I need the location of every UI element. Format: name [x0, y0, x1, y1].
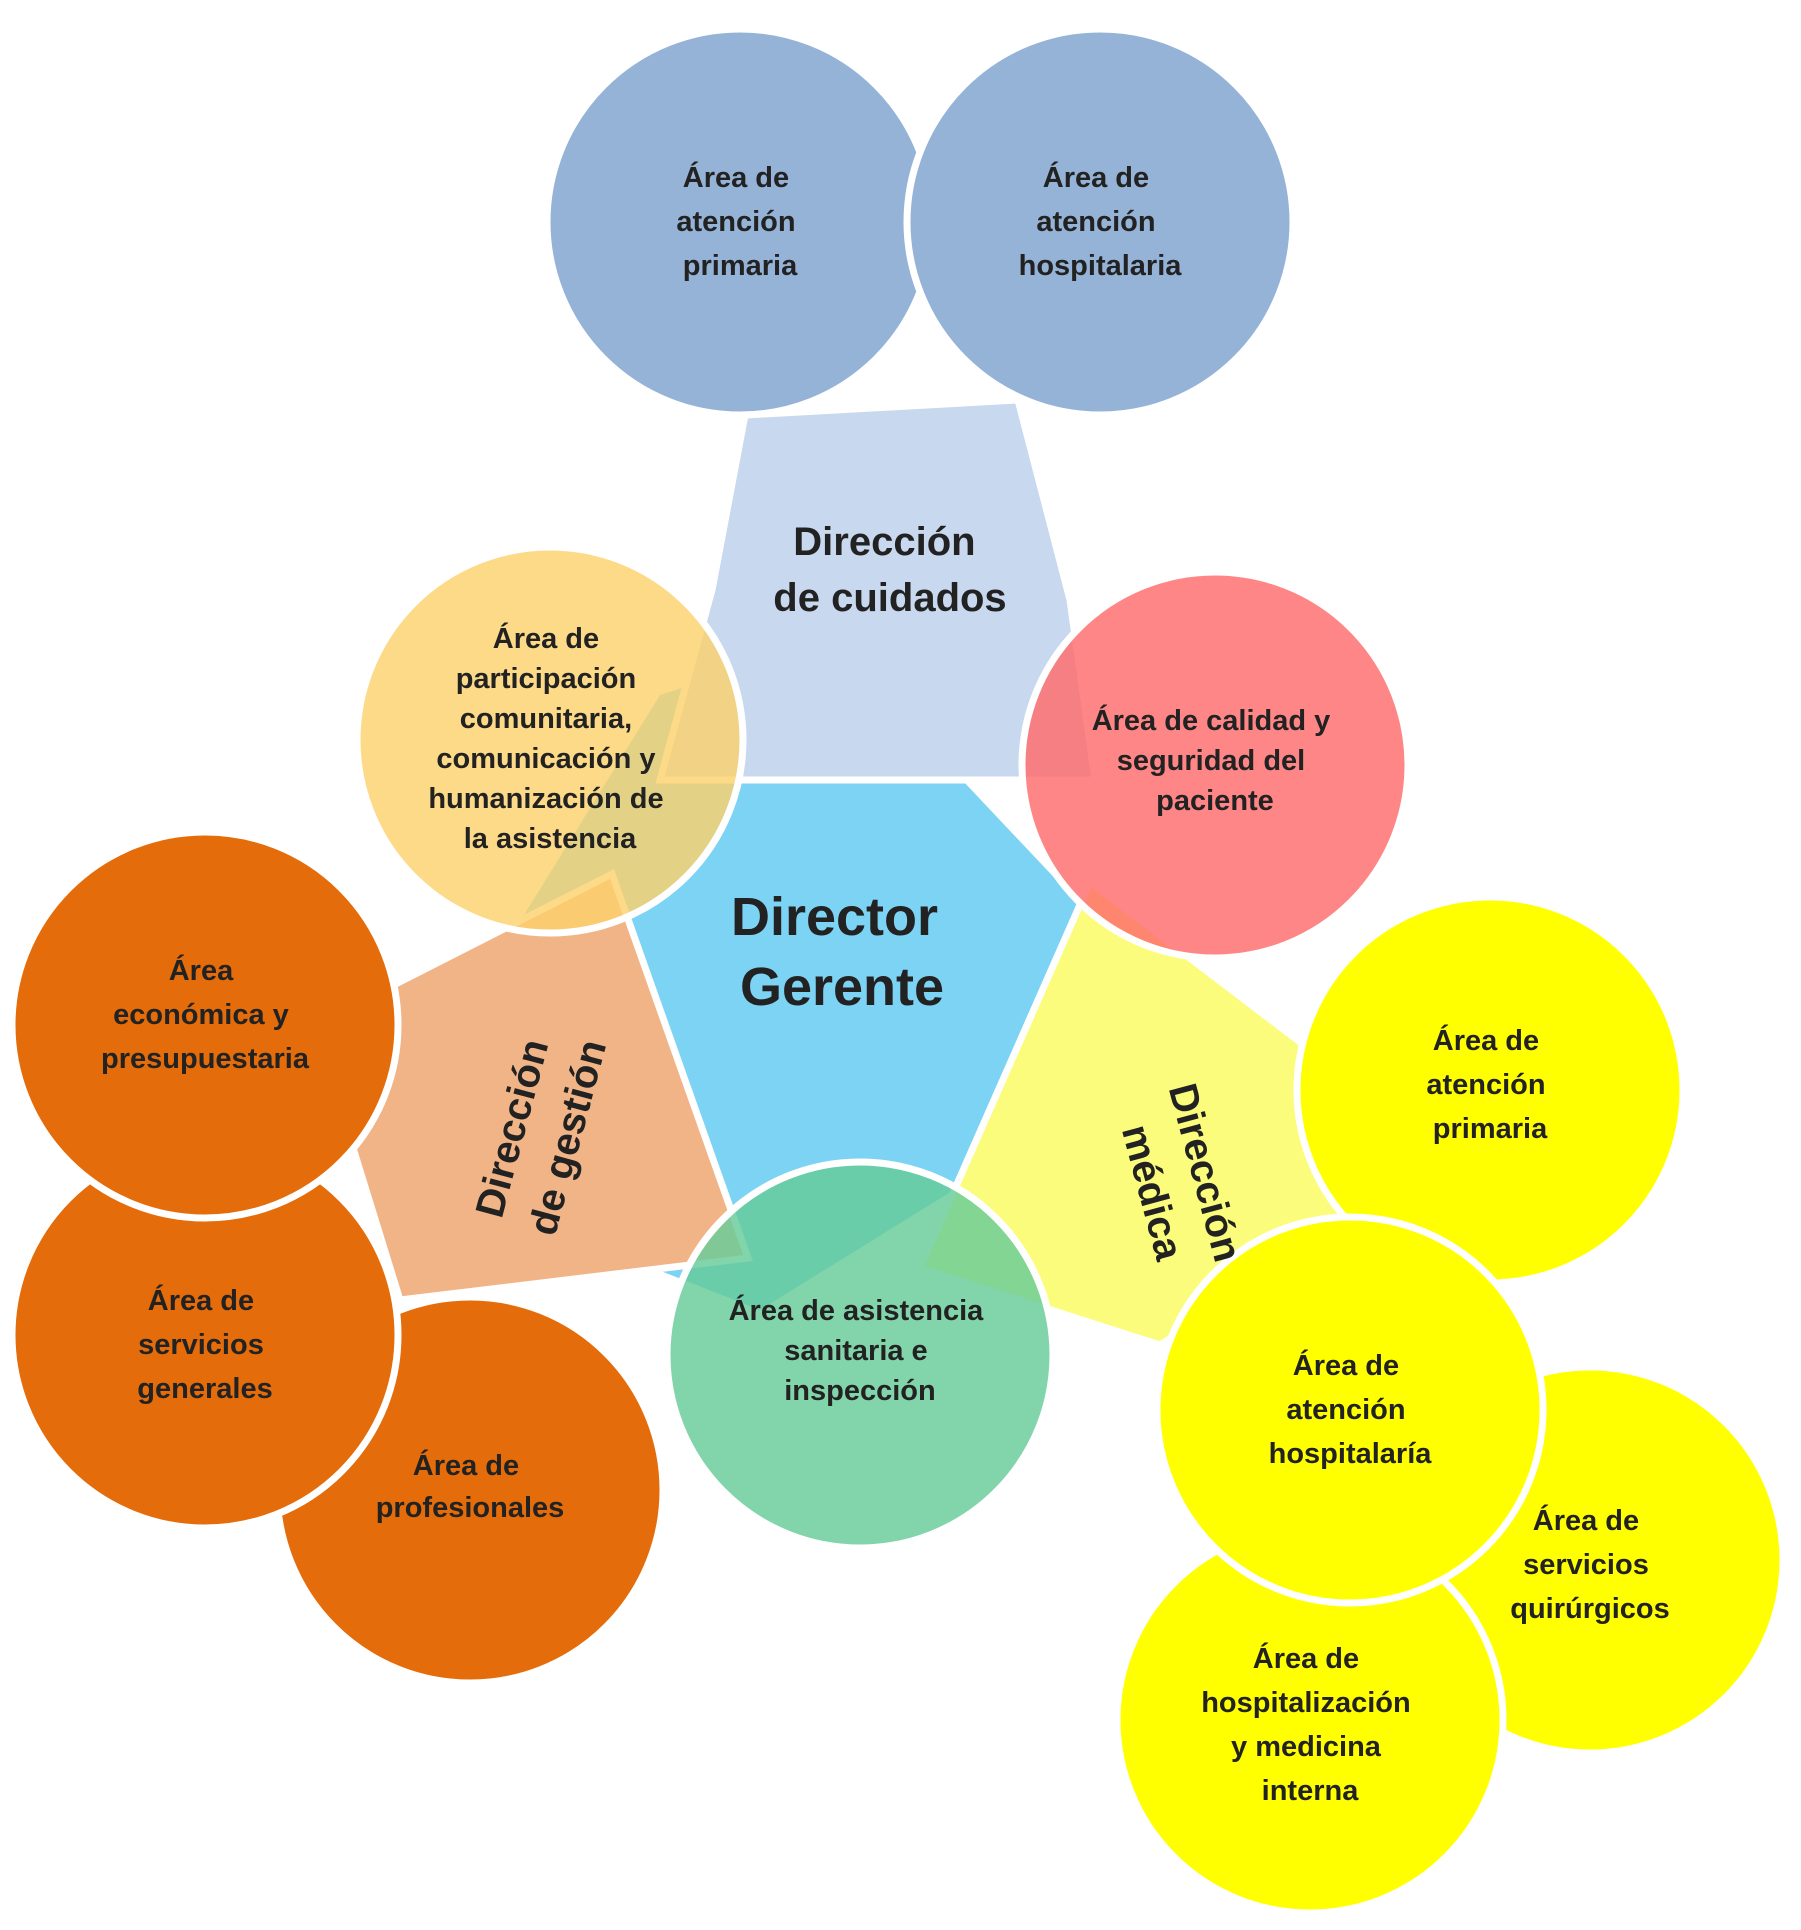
area-atencion-primaria-medica-label: Área de atención primaria — [1426, 1023, 1553, 1145]
area-calidad-seguridad-circle — [1018, 568, 1412, 962]
area-calidad-seguridad-label: Área de calidad y seguridad del paciente — [1092, 703, 1339, 817]
direccion-gestion-panel — [310, 869, 753, 1304]
area-atencion-hospitalaria-medica-circle — [1153, 1213, 1547, 1607]
area-atencion-hospitalaria-cuidados-circle — [903, 25, 1297, 419]
area-hospitalizacion-medicina-interna-label: Área de hospitalización y medicina inter… — [1201, 1641, 1419, 1807]
area-economica-presupuestaria-circle — [8, 828, 402, 1222]
area-atencion-hospitalaria-cuidados-label: Área de atención hospitalaria — [1019, 160, 1183, 282]
area-participacion-comunitaria-label: Área de participación comunitaria, comun… — [428, 621, 671, 855]
area-atencion-hospitalaria-medica-label: Área de atención hospitalaría — [1269, 1348, 1433, 1470]
direccion-cuidados-label: Dirección de cuidados — [773, 520, 1006, 620]
area-asistencia-sanitaria-label: Área de asistencia sanitaria e inspecció… — [729, 1293, 992, 1407]
area-asistencia-sanitaria-circle — [663, 1158, 1057, 1552]
area-atencion-primaria-cuidados-label: Área de atención primaria — [676, 160, 803, 282]
area-servicios-quirurgicos-label: Área de servicios quirúrgicos — [1510, 1503, 1670, 1625]
area-servicios-generales-label: Área de servicios generales — [137, 1283, 272, 1405]
area-participacion-comunitaria-circle — [353, 543, 747, 937]
area-economica-presupuestaria-label: Área económica y presupuestaria — [101, 953, 310, 1075]
area-profesionales-label: Área de profesionales — [376, 1448, 565, 1524]
director-gerente-label: Director Gerente — [731, 887, 953, 1017]
